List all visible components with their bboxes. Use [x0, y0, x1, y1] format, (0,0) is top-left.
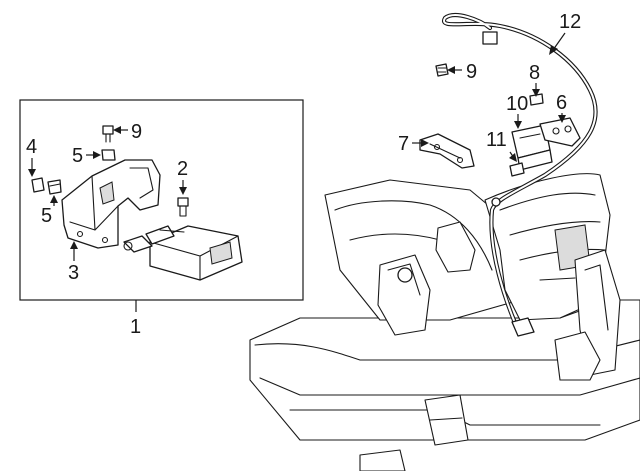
- bracket-part-6: [539, 117, 581, 147]
- svg-text:9: 9: [131, 121, 142, 143]
- bracket-part-10: [511, 124, 553, 171]
- bracket-part-7: [419, 133, 475, 169]
- svg-text:8: 8: [529, 62, 540, 84]
- callout-5-lower: 5: [41, 195, 58, 227]
- bolt-part-9-inset: [102, 125, 114, 143]
- nut-part-5-lower: [47, 179, 62, 195]
- mounting-bracket-part-3: [61, 159, 161, 249]
- cable-assembly: [441, 12, 598, 337]
- svg-text:4: 4: [26, 136, 37, 158]
- svg-text:7: 7: [398, 133, 409, 155]
- svg-text:10: 10: [506, 93, 528, 115]
- svg-text:6: 6: [556, 92, 567, 114]
- callout-11: 11: [486, 129, 517, 162]
- callout-6: 6: [556, 92, 567, 123]
- callout-12: 12: [549, 11, 581, 55]
- svg-text:1: 1: [130, 316, 141, 338]
- nut-part-5-upper: [101, 149, 116, 161]
- svg-text:5: 5: [41, 205, 52, 227]
- callout-10: 10: [506, 93, 528, 129]
- callout-3: 3: [68, 241, 79, 284]
- callout-8: 8: [529, 62, 540, 97]
- callout-9-inset: 9: [113, 121, 142, 143]
- svg-text:5: 5: [72, 145, 83, 167]
- svg-text:3: 3: [68, 262, 79, 284]
- screw-part-8: [529, 93, 544, 106]
- callout-9-right: 9: [447, 61, 477, 83]
- control-module: [123, 225, 243, 281]
- callout-5-upper: 5: [72, 145, 101, 167]
- clip-part-9-right: [435, 63, 449, 77]
- svg-text:2: 2: [177, 158, 188, 180]
- vehicle-frame: [249, 173, 640, 471]
- callout-4: 4: [26, 136, 37, 177]
- bolt-part-2: [177, 197, 189, 217]
- inset-box: [19, 99, 304, 301]
- svg-text:9: 9: [466, 61, 477, 83]
- svg-text:11: 11: [486, 129, 507, 151]
- callout-7: 7: [398, 133, 429, 155]
- callout-1: 1: [130, 300, 141, 338]
- bolt-part-11: [509, 162, 525, 177]
- bolt-part-4: [31, 177, 45, 193]
- callout-2: 2: [177, 158, 188, 195]
- svg-text:12: 12: [559, 11, 581, 33]
